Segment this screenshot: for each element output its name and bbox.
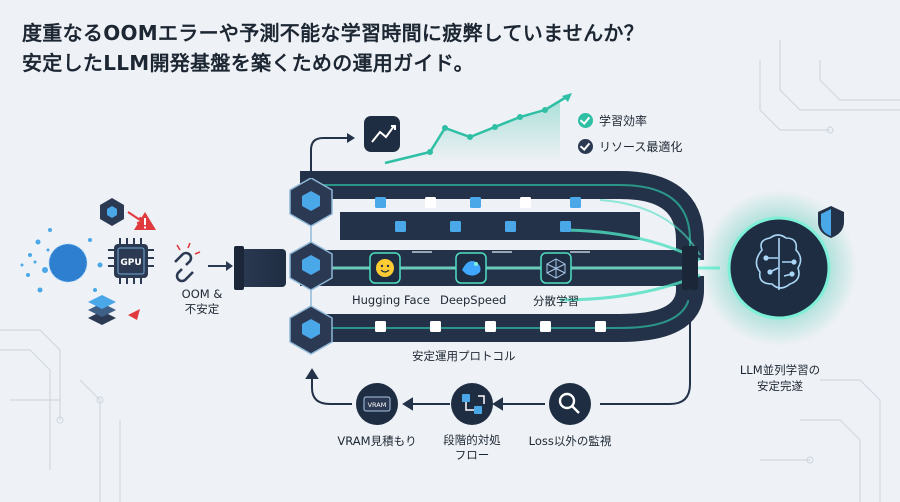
outcome-label: LLM並列学習の 安定完遂: [725, 362, 835, 394]
headline: 度重なるOOMエラーや予測不能な学習時間に疲弊していませんか？ 安定したLLM開…: [22, 18, 644, 78]
tool-badges: [369, 252, 572, 284]
outcome-node: [701, 190, 857, 346]
loop-label-flow: 段階的対処 フロー: [422, 433, 522, 463]
outcome-label-line-2: 安定完遂: [757, 379, 803, 393]
loop-label-monitoring: Loss以外の監視: [528, 434, 612, 448]
brain-icon: [755, 234, 802, 290]
benefit-resource: リソース最適化: [578, 138, 682, 155]
vram-chip-label: VRAM: [368, 401, 387, 409]
loop-label-flow-line-1: 段階的対処: [443, 433, 501, 447]
data-particles: [20, 228, 103, 293]
broken-link-icon: [174, 242, 201, 283]
protocol-label: 安定運用プロトコル: [412, 349, 516, 363]
gpu-chip-icon: GPU: [108, 238, 154, 284]
tool-label-hugging-face: Hugging Face: [352, 293, 430, 307]
alert-arrow-icon: [128, 309, 140, 320]
vram-icon: VRAM: [363, 396, 391, 412]
flow-arrow-up: [310, 133, 355, 178]
problem-caption-line-2: 不安定: [184, 302, 220, 316]
tool-label-distributed: 分散学習: [533, 294, 579, 308]
cube-node-icon: [100, 198, 124, 226]
check-icon: [578, 139, 593, 154]
gpu-chip-label: GPU: [120, 258, 141, 268]
growth-chart: [364, 93, 572, 165]
loop-label-vram: VRAM見積もり: [337, 434, 417, 448]
shield-icon: [818, 206, 844, 238]
problem-caption: OOM & 不安定: [175, 287, 229, 317]
layers-stack-icon: [88, 295, 116, 325]
benefit-label: 学習効率: [599, 114, 648, 128]
warning-icon: [134, 212, 156, 230]
outcome-label-line-1: LLM並列学習の: [739, 363, 821, 377]
data-sphere-icon: [49, 244, 87, 282]
check-icon: [578, 113, 593, 128]
flow-steps-icon: [462, 394, 485, 414]
loop-label-flow-line-2: フロー: [454, 448, 490, 462]
headline-line-2: 安定したLLM開発基盤を築くための運用ガイド。: [22, 51, 474, 75]
benefit-efficiency: 学習効率: [578, 112, 647, 129]
data-cubes: [375, 197, 606, 332]
benefit-label: リソース最適化: [599, 140, 683, 154]
tool-label-deepspeed: DeepSpeed: [440, 293, 507, 307]
hexagon-nodes: [289, 177, 333, 355]
headline-line-1: 度重なるOOMエラーや予測不能な学習時間に疲弊していませんか？: [22, 21, 645, 45]
problem-cluster: GPU: [20, 198, 233, 325]
circuit-traces: [0, 40, 900, 502]
magnifier-icon: [558, 392, 580, 414]
return-loop: [305, 288, 699, 411]
loop-icons: VRAM: [356, 383, 591, 425]
problem-caption-line-1: OOM &: [181, 287, 223, 301]
